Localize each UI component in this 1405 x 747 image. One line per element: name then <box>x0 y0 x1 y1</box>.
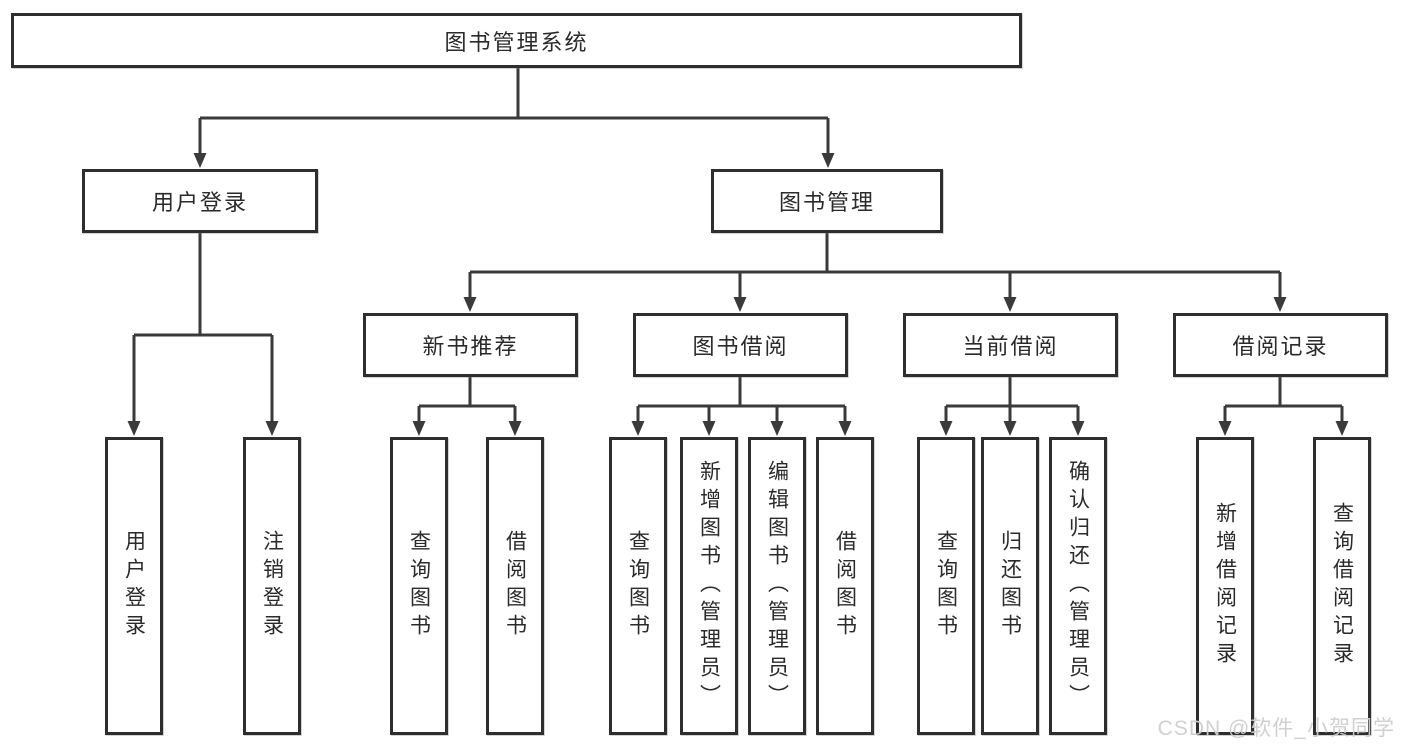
node-label: 图书借阅 <box>692 334 789 359</box>
node-label: 图书管理系统 <box>444 29 589 55</box>
leaf-confirm-return-admin: 确认归还（管理员） <box>1049 437 1107 735</box>
node-borrowing-records: 借阅记录 <box>1173 313 1388 377</box>
leaf-query-borrow-record: 查询借阅记录 <box>1313 437 1371 735</box>
leaf-borrow-books: 借阅图书 <box>816 437 874 735</box>
node-library-management-system: 图书管理系统 <box>11 13 1022 68</box>
node-book-borrowing: 图书借阅 <box>633 313 848 377</box>
connector-borrow-records-branch <box>1223 377 1344 426</box>
connector-user-login-branch <box>132 233 274 426</box>
node-label: 查询图书 <box>626 530 650 642</box>
csdn-watermark: CSDN @软件_小贺同学 <box>1157 717 1395 740</box>
node-label: 借阅图书 <box>503 530 527 642</box>
node-label: 新书推荐 <box>422 334 519 359</box>
node-label: 图书管理 <box>778 190 875 215</box>
node-label: 用户登录 <box>122 530 146 642</box>
node-user-login: 用户登录 <box>82 169 318 233</box>
node-book-management: 图书管理 <box>711 169 943 233</box>
node-label: 查询图书 <box>407 530 431 642</box>
connector-new-book-branch <box>417 377 517 426</box>
node-label: 借阅记录 <box>1232 334 1329 359</box>
leaf-query-books-current: 查询图书 <box>917 437 975 735</box>
node-new-book-recommendation: 新书推荐 <box>363 313 578 377</box>
node-label: 编辑图书（管理员） <box>765 460 789 712</box>
node-label: 查询借阅记录 <box>1330 502 1354 670</box>
connector-book-borrow-branch <box>636 377 847 426</box>
leaf-return-books: 归还图书 <box>981 437 1039 735</box>
leaf-logout: 注销登录 <box>243 437 301 735</box>
leaf-query-books-borrowing: 查询图书 <box>609 437 667 735</box>
leaf-borrow-books-recommend: 借阅图书 <box>486 437 544 735</box>
node-label: 用户登录 <box>151 190 248 215</box>
node-label: 新增图书（管理员） <box>697 460 721 712</box>
node-label: 归还图书 <box>998 530 1022 642</box>
node-label: 借阅图书 <box>833 530 857 642</box>
leaf-query-books-recommend: 查询图书 <box>390 437 448 735</box>
node-label: 当前借阅 <box>962 334 1059 359</box>
node-label: 查询图书 <box>934 530 958 642</box>
node-label: 确认归还（管理员） <box>1066 460 1090 712</box>
leaf-add-borrow-record: 新增借阅记录 <box>1196 437 1254 735</box>
leaf-add-books-admin: 新增图书（管理员） <box>680 437 738 735</box>
connector-arrowheads <box>127 153 1349 436</box>
connector-root-branch <box>198 68 830 158</box>
node-current-borrowing: 当前借阅 <box>903 313 1118 377</box>
node-label: 注销登录 <box>260 530 284 642</box>
connector-book-mgmt-branch <box>468 233 1282 302</box>
leaf-user-login: 用户登录 <box>105 437 163 735</box>
node-label: 新增借阅记录 <box>1213 502 1237 670</box>
leaf-edit-books-admin: 编辑图书（管理员） <box>748 437 806 735</box>
connector-current-borrow-branch <box>944 377 1080 426</box>
